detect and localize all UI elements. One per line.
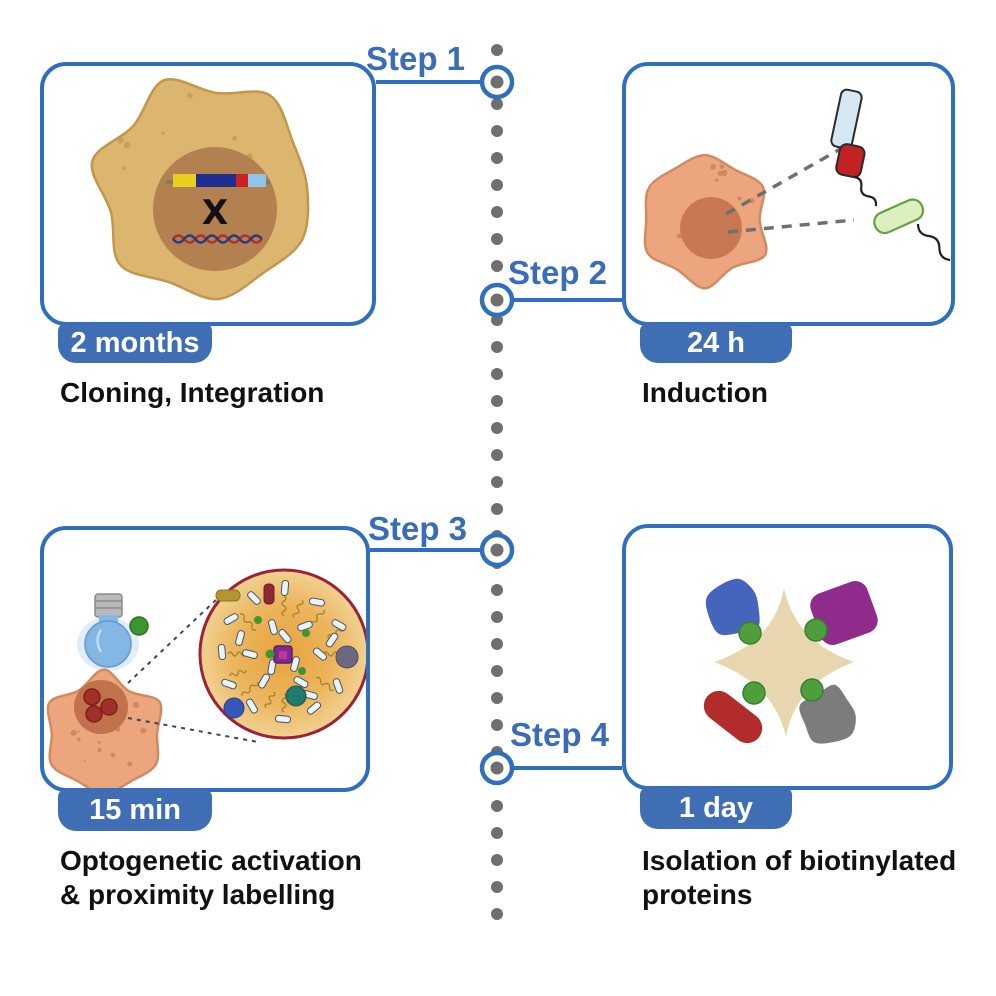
integration-x-mark: X (202, 193, 228, 233)
timeline-step-nodes (479, 64, 515, 786)
panel-step-4 (622, 524, 953, 790)
interactor-blobs (215, 583, 359, 719)
cloning-integration-illustration: X (90, 77, 310, 301)
fusion-protein-bait (830, 88, 878, 207)
isolation-illustration (703, 578, 878, 744)
step-3-label: Step 3 (368, 510, 468, 547)
panel-step-3 (40, 526, 370, 792)
step-1-label: Step 1 (366, 40, 466, 77)
protein-blob-blue (705, 578, 760, 636)
caption-line: Isolation of biotinylated (642, 845, 957, 876)
caption-line: Cloning, Integration (60, 377, 325, 408)
dna-construct (166, 174, 270, 187)
duration-badge-step-3: 15 min (58, 789, 212, 831)
labelled-proteins-cluster (217, 579, 351, 724)
zoom-cone-line-upper (127, 597, 219, 684)
step-4-label: Step 4 (510, 716, 610, 753)
caption-line: Optogenetic activation (60, 845, 362, 876)
caption-line: Induction (642, 377, 768, 408)
disordered-protein-squiggles (227, 595, 345, 713)
caption-step-1: Cloning, Integration (60, 376, 324, 410)
step-2-label: Step 2 (508, 254, 608, 291)
duration-badge-step-2: 24 h (640, 323, 792, 363)
light-bulb-icon (77, 593, 139, 671)
pointer-dashed-line-lower (727, 218, 855, 234)
panel-step-2 (622, 62, 955, 326)
induction-illustration (643, 88, 951, 290)
panel-step-1: X (40, 62, 376, 326)
tail-squiggle (916, 223, 951, 262)
caption-step-4: Isolation of biotinylated proteins (642, 844, 956, 912)
step-connectors (370, 80, 622, 770)
protein-pill-red (703, 690, 763, 744)
caption-line: & proximity labelling (60, 879, 336, 910)
optogenetic-illustration (46, 568, 366, 788)
streptavidin-star (714, 588, 854, 737)
dna-helix (171, 234, 263, 244)
nucleus (680, 197, 742, 259)
pointer-dashed-line-upper (725, 146, 843, 216)
duration-badge-step-4: 1 day (640, 787, 792, 829)
zoom-cone-line-lower (127, 717, 259, 743)
duration-badge-step-1: 2 months (58, 323, 212, 363)
linker-squiggle (853, 175, 878, 207)
biotin-dots (738, 618, 828, 705)
timeline-dotted-line (491, 44, 503, 920)
caption-step-2: Induction (642, 376, 768, 410)
condensate-dots (83, 688, 118, 723)
activator-dot (129, 616, 149, 636)
caption-line: proteins (642, 879, 753, 910)
caption-step-3: Optogenetic activation & proximity label… (60, 844, 362, 912)
fusion-protein-prey (873, 198, 951, 262)
